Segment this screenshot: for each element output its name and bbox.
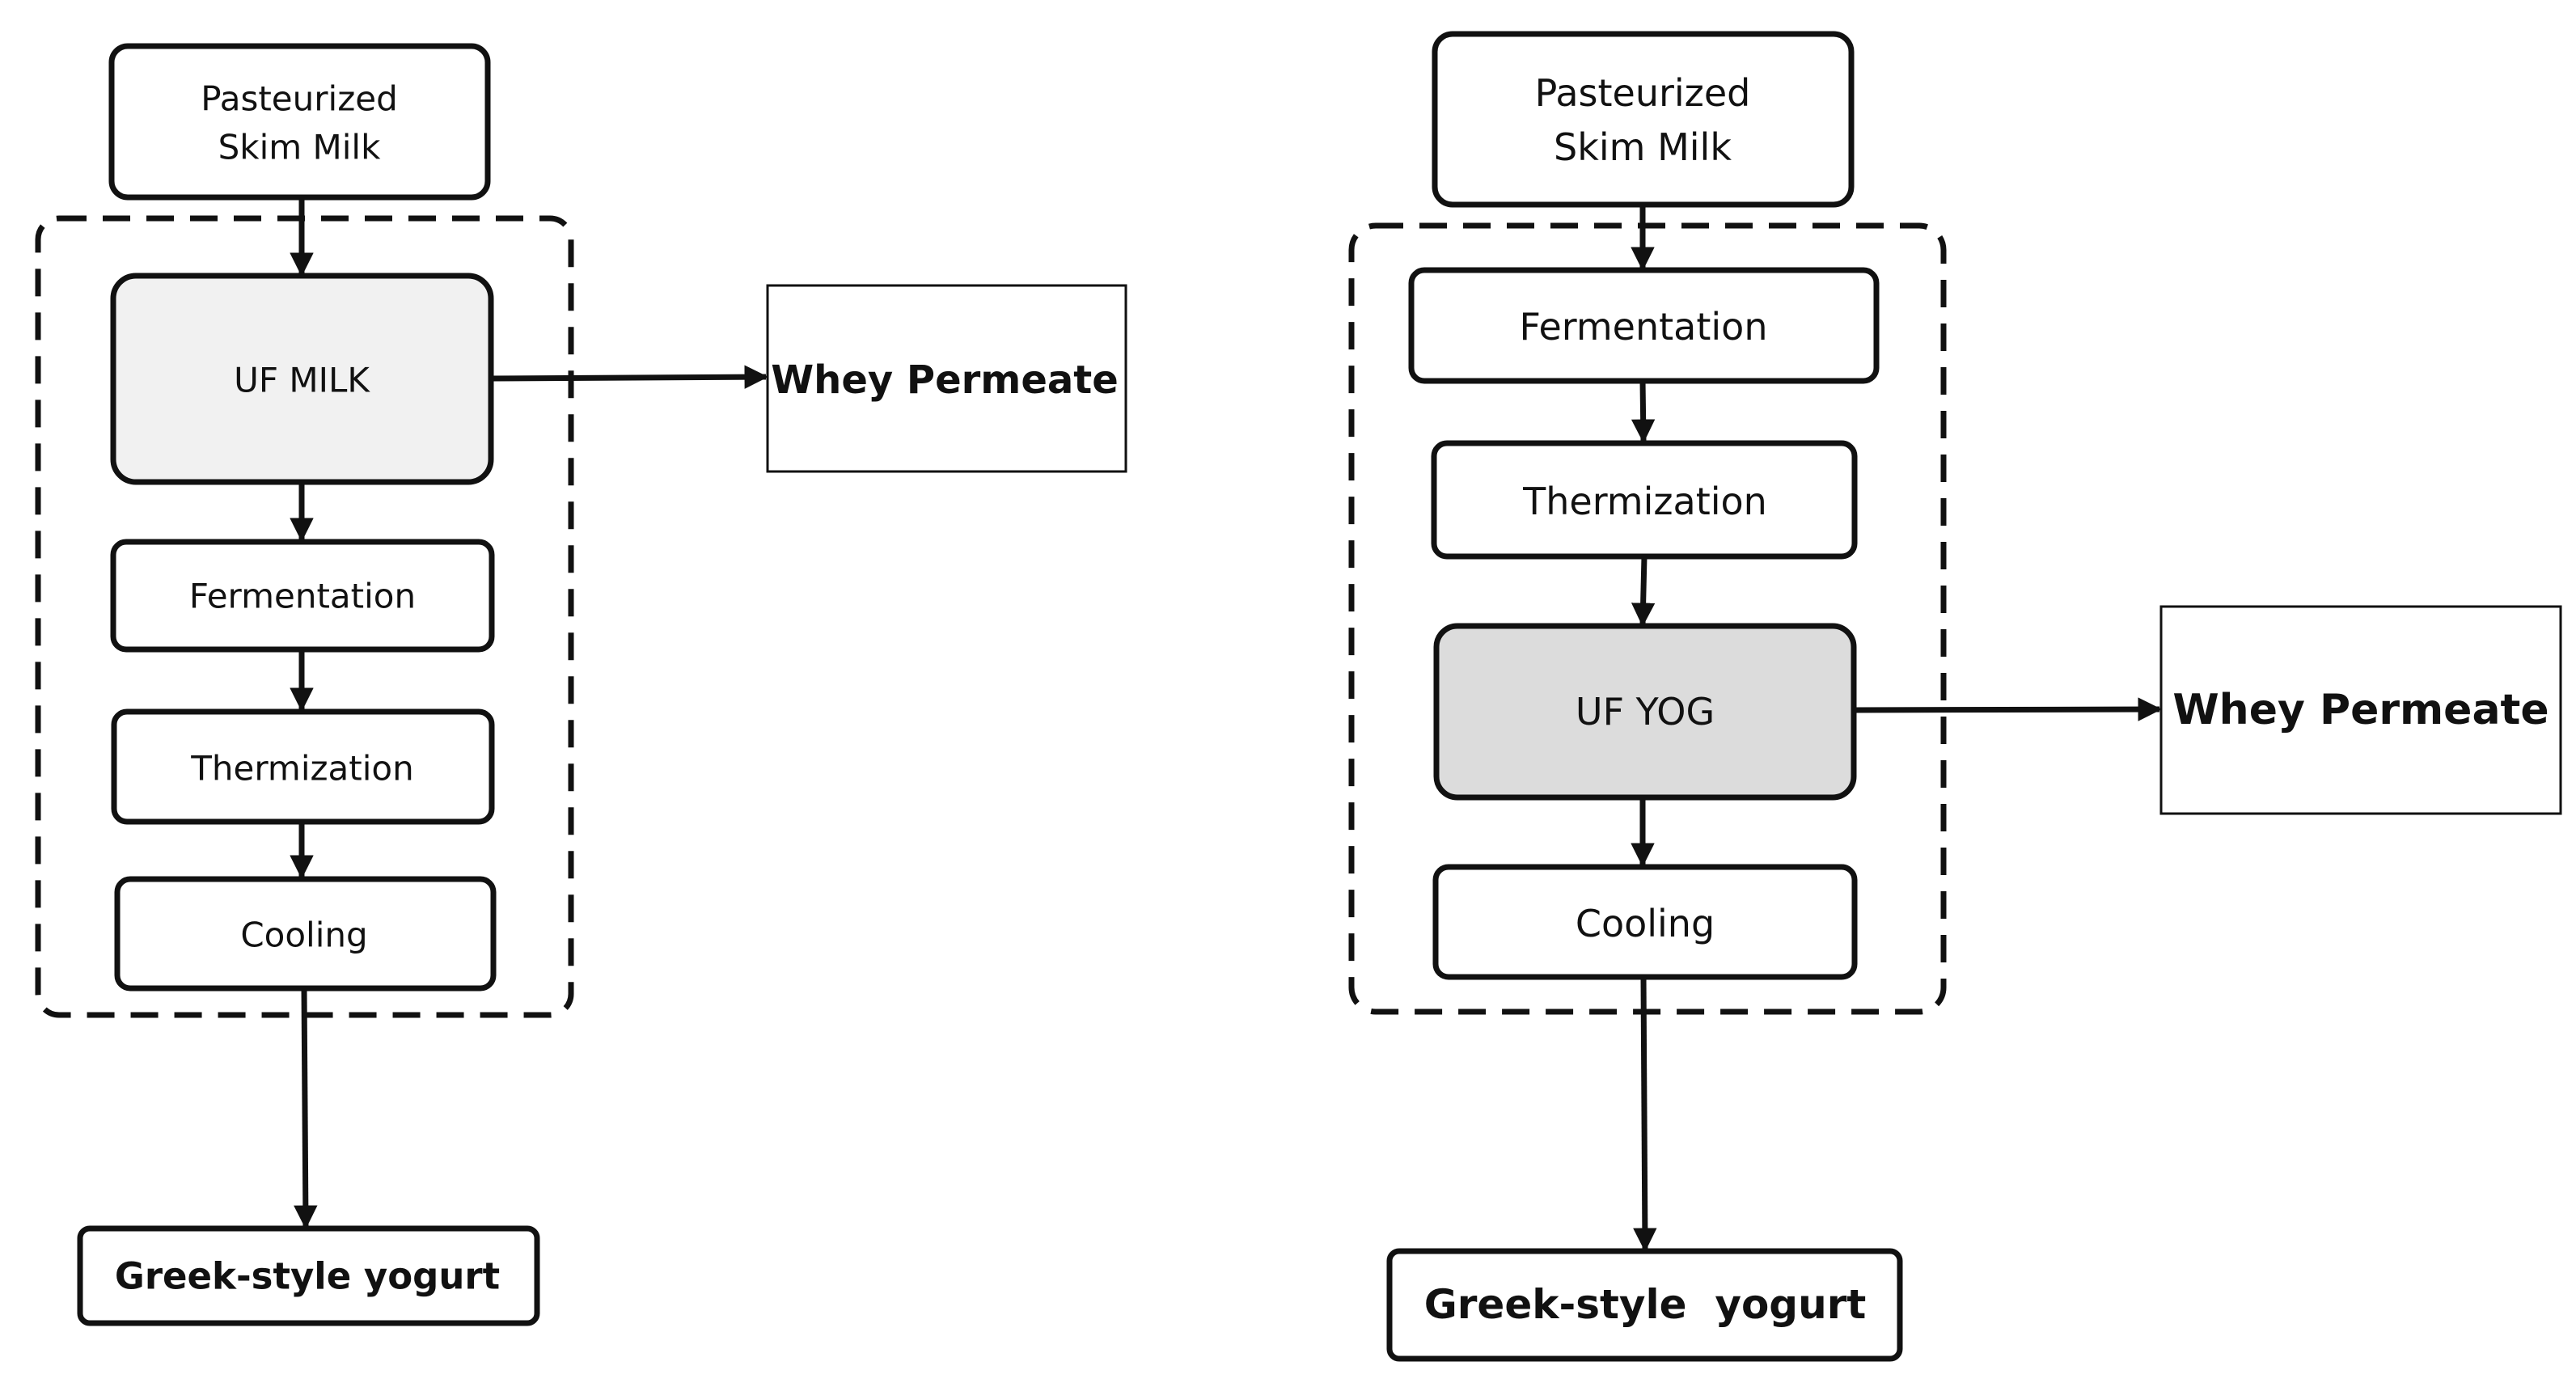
start-label-line2: Skim Milk <box>1554 125 1732 169</box>
whey-permeate-label: Whey Permeate <box>2172 686 2549 734</box>
start-label-line1: Pasteurized <box>1535 71 1751 115</box>
greek-yogurt-product-node: Greek-style yogurt <box>77 1225 540 1326</box>
start-label-line2: Skim Milk <box>218 128 381 167</box>
product-label: Greek-style yogurt <box>1424 1281 1867 1328</box>
uf-yog-node: UF YOG <box>1433 623 1857 801</box>
arrow-uf-to-whey <box>490 365 768 389</box>
thermization-label: Thermization <box>190 749 413 789</box>
start-label-line1: Pasteurized <box>201 79 397 119</box>
cooling-node: Cooling <box>1432 864 1858 980</box>
uf-yog-label: UF YOG <box>1576 690 1715 734</box>
uf-milk-node: UF MILK <box>110 273 494 485</box>
process-boundary-dashed-box <box>1348 222 1947 1015</box>
whey-permeate-node: Whey Permeate <box>2159 605 2562 815</box>
whey-permeate-label: Whey Permeate <box>771 357 1119 403</box>
arrow-uf-to-whey <box>1853 697 2162 721</box>
fermentation-node: Fermentation <box>110 539 495 653</box>
fermentation-label: Fermentation <box>189 577 416 616</box>
greek-yogurt-product-node: Greek-style yogurt <box>1386 1248 1903 1362</box>
uf-milk-label: UF MILK <box>234 361 370 400</box>
cooling-node: Cooling <box>114 876 497 992</box>
thermization-node: Thermization <box>111 708 495 825</box>
cooling-label: Cooling <box>240 916 367 955</box>
pasteurized-skim-milk-node: Pasteurized Skim Milk <box>108 43 491 201</box>
arrow-cooling-to-product <box>294 987 318 1229</box>
arrow-cooling-to-product <box>1633 976 1657 1252</box>
fermentation-label: Fermentation <box>1520 305 1768 349</box>
pasteurized-skim-milk-node: Pasteurized Skim Milk <box>1432 31 1855 208</box>
uf-yog-process-diagram: Pasteurized Skim Milk Fermentation Therm… <box>1348 31 2562 1362</box>
thermization-node: Thermization <box>1431 440 1858 560</box>
cooling-label: Cooling <box>1576 902 1715 945</box>
product-label: Greek-style yogurt <box>115 1255 500 1298</box>
uf-milk-process-diagram: Pasteurized Skim Milk UF MILK Fermentati… <box>35 43 1127 1326</box>
whey-permeate-node: Whey Permeate <box>766 284 1127 473</box>
thermization-label: Thermization <box>1522 480 1767 523</box>
fermentation-node: Fermentation <box>1408 267 1880 384</box>
arrow-thermization-to-uf <box>1631 556 1656 627</box>
